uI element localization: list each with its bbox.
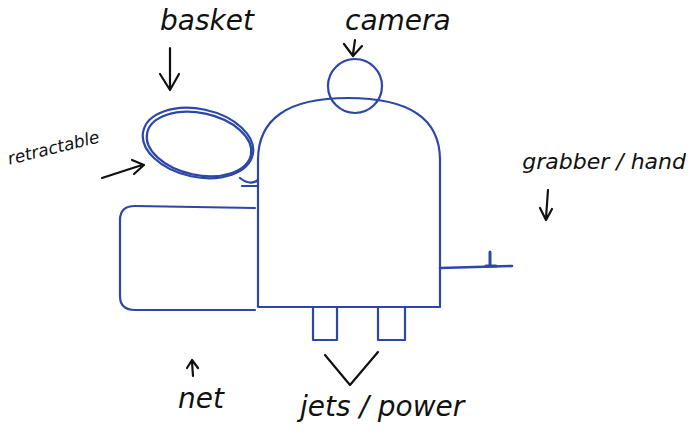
leader-arrow	[540, 190, 552, 220]
net-box	[120, 206, 255, 310]
part-label: grabber / hand	[522, 150, 686, 174]
hinge	[240, 178, 258, 186]
part-label: net	[178, 384, 224, 415]
leader-arrow	[344, 40, 362, 56]
jet	[313, 307, 337, 340]
part-label: jets / power	[300, 392, 464, 423]
leader-arrow	[325, 352, 378, 385]
robot-body	[258, 98, 440, 307]
jet	[378, 307, 405, 340]
leader-arrow	[160, 48, 179, 90]
part-label: retractable	[6, 128, 102, 169]
basket-shape	[136, 98, 260, 188]
grabber-arm	[440, 266, 512, 268]
part-label: basket	[160, 6, 254, 37]
basket-shape	[141, 103, 258, 186]
leader-arrow	[187, 360, 198, 376]
part-label: camera	[345, 6, 451, 37]
grabber-hand	[486, 252, 496, 266]
camera-dome	[328, 59, 382, 113]
leader-arrow	[102, 160, 144, 178]
